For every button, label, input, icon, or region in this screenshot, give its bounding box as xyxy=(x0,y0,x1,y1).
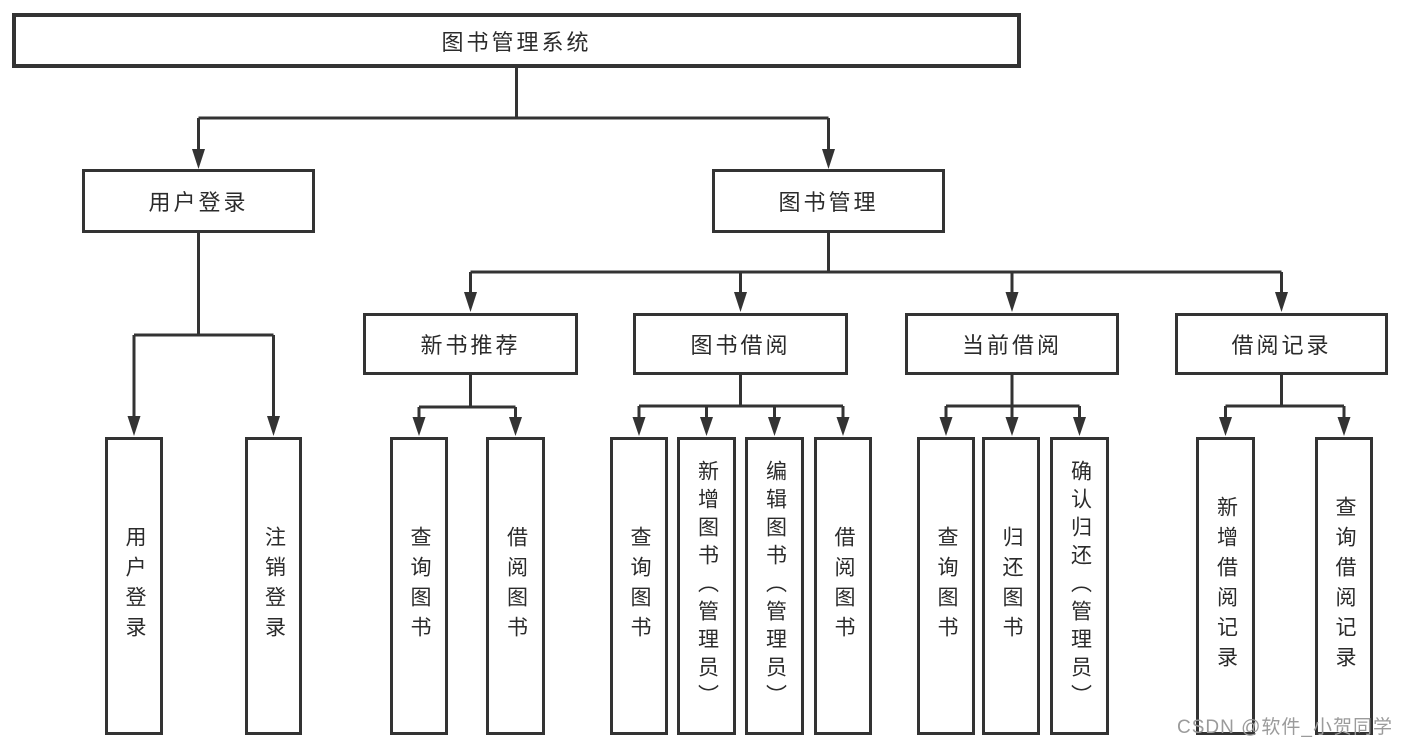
csdn-watermark: CSDN @软件_小贺同学 xyxy=(1177,717,1393,738)
leaf-current-confirm-return-admin: 确认归还（管理员） xyxy=(1050,437,1109,735)
node-label: 图书借阅 xyxy=(690,333,791,358)
node-label: 新书推荐 xyxy=(420,333,521,358)
leaf-label: 注销登录 xyxy=(262,526,286,646)
node-book-borrowing: 图书借阅 xyxy=(633,313,848,375)
leaf-label: 新增借阅记录 xyxy=(1214,496,1238,676)
leaf-label: 查询借阅记录 xyxy=(1333,496,1356,676)
node-book-management: 图书管理 xyxy=(712,169,945,233)
leaf-borrow-edit-books-admin: 编辑图书（管理员） xyxy=(745,437,804,735)
node-label: 图书管理 xyxy=(778,190,879,215)
leaf-label: 归还图书 xyxy=(1000,526,1023,646)
arrowheads xyxy=(127,149,1351,436)
leaf-label: 确认归还（管理员） xyxy=(1068,460,1092,712)
leaf-label: 借阅图书 xyxy=(504,526,528,646)
node-label: 图书管理系统 xyxy=(441,29,592,55)
leaf-current-return-books: 归还图书 xyxy=(982,437,1040,735)
leaf-records-add-record: 新增借阅记录 xyxy=(1196,437,1255,735)
leaf-label: 新增图书（管理员） xyxy=(695,460,719,712)
leaf-label: 查询图书 xyxy=(935,526,958,646)
node-library-management-system: 图书管理系统 xyxy=(12,13,1021,68)
leaf-newbooks-query-books: 查询图书 xyxy=(390,437,448,735)
node-new-book-recommend: 新书推荐 xyxy=(363,313,578,375)
leaf-borrow-add-books-admin: 新增图书（管理员） xyxy=(677,437,736,735)
leaf-label: 用户登录 xyxy=(123,526,146,646)
leaf-label: 查询图书 xyxy=(408,526,431,646)
node-borrowing-records: 借阅记录 xyxy=(1175,313,1388,375)
leaf-records-query-record: 查询借阅记录 xyxy=(1315,437,1373,735)
node-current-borrowing: 当前借阅 xyxy=(905,313,1119,375)
leaf-label: 查询图书 xyxy=(628,526,651,646)
leaf-label: 编辑图书（管理员） xyxy=(763,460,787,712)
node-label: 用户登录 xyxy=(148,190,249,215)
leaf-newbooks-borrow-books: 借阅图书 xyxy=(486,437,545,735)
leaf-current-query-books: 查询图书 xyxy=(917,437,975,735)
leaf-borrow-borrow-books: 借阅图书 xyxy=(814,437,872,735)
leaf-logout: 注销登录 xyxy=(245,437,302,735)
leaf-user-login: 用户登录 xyxy=(105,437,163,735)
node-user-login-group: 用户登录 xyxy=(82,169,315,233)
leaf-label: 借阅图书 xyxy=(832,526,855,646)
node-label: 借阅记录 xyxy=(1231,333,1332,358)
node-label: 当前借阅 xyxy=(961,333,1062,358)
leaf-borrow-query-books: 查询图书 xyxy=(610,437,668,735)
